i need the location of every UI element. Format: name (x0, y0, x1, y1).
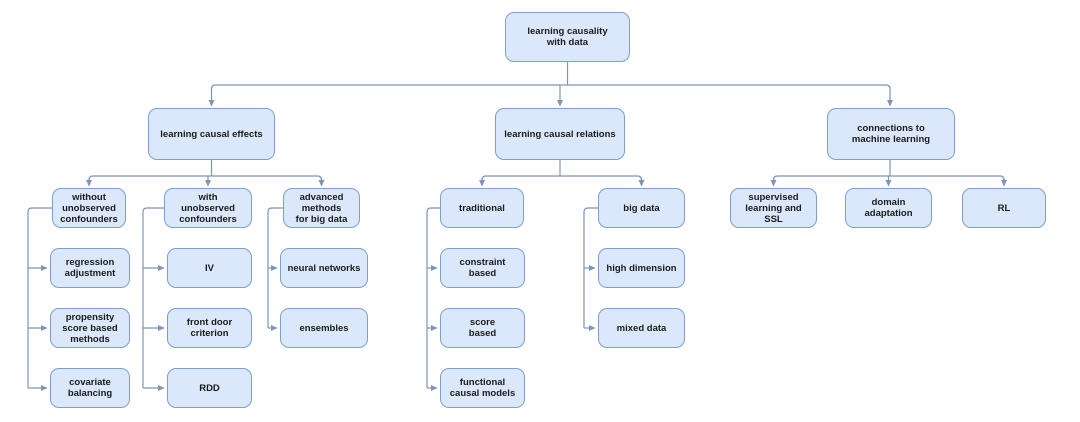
node-mixed-data: mixed data (598, 308, 685, 348)
edge-traditional-rail (426, 207, 440, 388)
edge-effects-splitter (88, 175, 323, 181)
node-functional-causal-models: functional causal models (440, 368, 525, 408)
node-learning-causality-with-data: learning causality with data (505, 12, 630, 62)
node-connections-to-machine-learning: connections to machine learning (827, 108, 955, 160)
edge-advanced-rail (267, 207, 283, 328)
node-big-data: big data (598, 188, 685, 228)
node-propensity-score-based-methods: propensity score based methods (50, 308, 130, 348)
edge-with-rail (142, 207, 164, 388)
node-traditional: traditional (440, 188, 524, 228)
edge-bigdata-rail (583, 207, 598, 328)
node-ensembles: ensembles (280, 308, 368, 348)
node-constraint-based: constraint based (440, 248, 525, 288)
node-high-dimension: high dimension (598, 248, 685, 288)
node-without-unobserved-confounders: without unobserved confounders (52, 188, 126, 228)
node-score-based: score based (440, 308, 525, 348)
node-learning-causal-relations: learning causal relations (495, 108, 625, 160)
node-covariate-balancing: covariate balancing (50, 368, 130, 408)
node-domain-adaptation: domain adaptation (845, 188, 932, 228)
node-learning-causal-effects: learning causal effects (148, 108, 275, 160)
edge-root-splitter (210, 84, 891, 90)
node-rl: RL (962, 188, 1046, 228)
node-front-door-criterion: front door criterion (167, 308, 252, 348)
node-with-unobserved-confounders: with unobserved confounders (164, 188, 252, 228)
node-regression-adjustment: regression adjustment (50, 248, 130, 288)
node-neural-networks: neural networks (280, 248, 368, 288)
node-rdd: RDD (167, 368, 252, 408)
edge-without-rail (27, 207, 52, 388)
node-supervised-learning-and-ssl: supervised learning and SSL (730, 188, 817, 228)
node-advanced-methods-for-big-data: advanced methods for big data (283, 188, 360, 228)
node-iv: IV (167, 248, 252, 288)
edge-relations-splitter (481, 175, 643, 181)
